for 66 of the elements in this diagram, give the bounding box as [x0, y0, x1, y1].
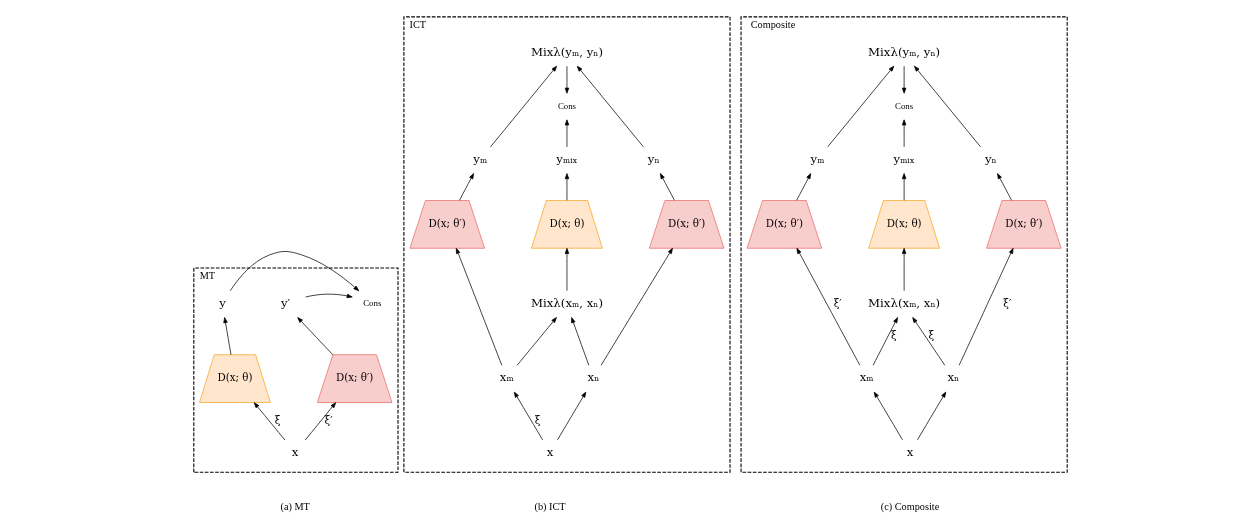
arrow	[659, 173, 675, 201]
arrow	[516, 317, 557, 366]
node-text: x	[291, 444, 298, 459]
arrow	[958, 247, 1013, 366]
node-text: Mixλ(xₘ, xₙ)	[530, 295, 603, 310]
node-text: xₘ	[859, 370, 874, 385]
node-text: Cons	[557, 100, 576, 111]
arrow	[576, 65, 644, 148]
label: (c) Composite	[880, 500, 939, 512]
node-text: x	[546, 444, 553, 459]
arrow	[564, 65, 569, 94]
arrow	[455, 247, 502, 366]
node-text: yₙ	[984, 151, 997, 166]
label: (a) MT	[280, 500, 310, 512]
arrow	[253, 402, 285, 441]
arrow	[564, 173, 569, 201]
node-text: Cons	[894, 100, 913, 111]
node-text: Cons	[362, 298, 381, 309]
edge-label: ξ′	[1002, 296, 1011, 309]
node-text: yₘ	[472, 151, 487, 166]
arrow	[872, 317, 898, 366]
edge-label: ξ	[274, 413, 280, 426]
arrow	[996, 173, 1012, 201]
node-text: y	[218, 295, 226, 310]
arrow	[564, 119, 569, 148]
arrow	[304, 402, 336, 441]
arrow	[795, 173, 811, 201]
node-text: Mixλ(xₘ, xₙ)	[867, 295, 940, 310]
arrow	[513, 391, 543, 441]
arrow	[458, 173, 474, 201]
node-text: xₘ	[499, 370, 514, 385]
node-text: x	[906, 444, 913, 459]
arrow	[570, 317, 589, 366]
arrow	[296, 317, 333, 356]
arrow	[222, 317, 231, 356]
node-text: yₘᵢₓ	[555, 151, 578, 166]
arrow	[901, 248, 906, 292]
arrow	[901, 173, 906, 201]
arrow	[911, 317, 945, 366]
arrow	[489, 65, 557, 148]
arrow	[796, 247, 860, 366]
arrow	[901, 119, 906, 148]
edge-label: ξ′	[833, 296, 842, 309]
node-text: yₘ	[810, 151, 824, 166]
edge-label: ξ	[927, 328, 934, 341]
node-text: yₘᵢₓ	[893, 151, 915, 166]
label: (b) ICT	[534, 500, 566, 512]
edge-label: ξ	[534, 413, 540, 426]
arrow	[600, 247, 673, 366]
arrow	[229, 251, 359, 292]
edge-label: ξ	[890, 328, 897, 341]
arrow	[901, 65, 906, 94]
arrow	[556, 391, 586, 441]
node-text: yₙ	[647, 151, 660, 166]
node-text: Mixλ(yₘ, yₙ)	[530, 44, 603, 59]
edge-label: ξ′	[324, 413, 333, 426]
arrow	[564, 248, 569, 292]
arrow	[916, 391, 946, 441]
node-text: y′	[280, 295, 290, 310]
arrow	[873, 391, 903, 441]
node-text: Mixλ(yₘ, yₙ)	[867, 44, 940, 59]
arrow	[304, 293, 353, 299]
node-text: xₙ	[587, 370, 599, 385]
node-text: xₙ	[946, 370, 959, 385]
arrow	[913, 65, 981, 148]
arrow	[826, 65, 894, 148]
